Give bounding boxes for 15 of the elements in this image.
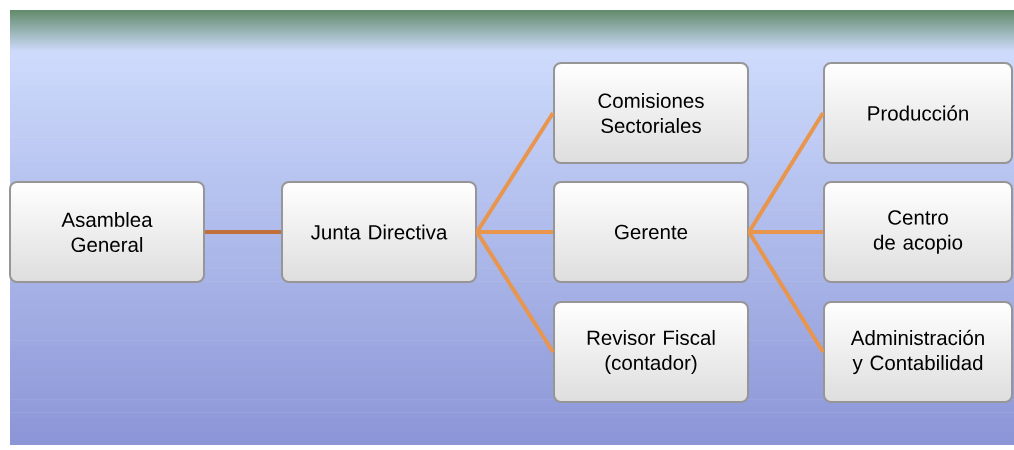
connector-line xyxy=(477,230,553,234)
org-box: Administración y Contabilidad xyxy=(823,301,1013,403)
connector-line xyxy=(747,230,825,354)
connector-line xyxy=(747,111,825,234)
org-box: Revisor Fiscal (contador) xyxy=(553,301,749,403)
org-box: Asamblea General xyxy=(9,181,205,283)
org-box: Junta Directiva xyxy=(281,181,477,283)
connector-line xyxy=(749,230,823,234)
connector-line xyxy=(205,230,281,234)
connector-line xyxy=(475,111,555,234)
connector-line xyxy=(475,230,555,354)
org-box: Gerente xyxy=(553,181,749,283)
org-box: Producción xyxy=(823,62,1013,164)
org-box: Comisiones Sectoriales xyxy=(553,62,749,164)
org-box: Centro de acopio xyxy=(823,181,1013,283)
